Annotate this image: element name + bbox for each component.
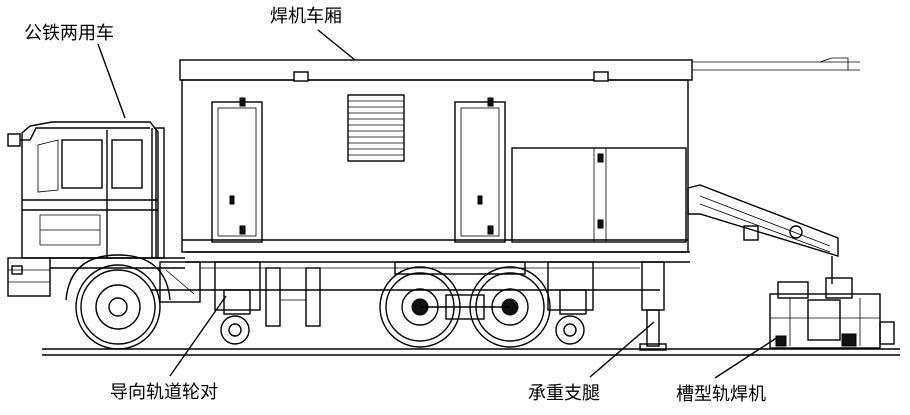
- label-load-support-leg: 承重支腿: [528, 383, 600, 404]
- front-wheel: [65, 254, 171, 350]
- leader-lines: [97, 29, 779, 379]
- label-welder-compartment: 焊机车厢: [270, 6, 342, 27]
- load-support-leg: [639, 261, 667, 351]
- label-road-rail-vehicle: 公铁两用车: [24, 23, 114, 44]
- crane-arm: [687, 184, 839, 284]
- rail-track: [42, 348, 900, 356]
- guide-rail-wheelset-front: [220, 289, 251, 345]
- truck-cab: [7, 121, 185, 297]
- guide-rail-wheelset-rear: [555, 289, 587, 345]
- channel-rail-welder: [769, 277, 895, 349]
- label-guide-rail-wheelset: 导向轨道轮对: [110, 382, 218, 403]
- label-channel-rail-welder: 槽型轨焊机: [676, 384, 766, 405]
- welder-compartment: [179, 57, 860, 253]
